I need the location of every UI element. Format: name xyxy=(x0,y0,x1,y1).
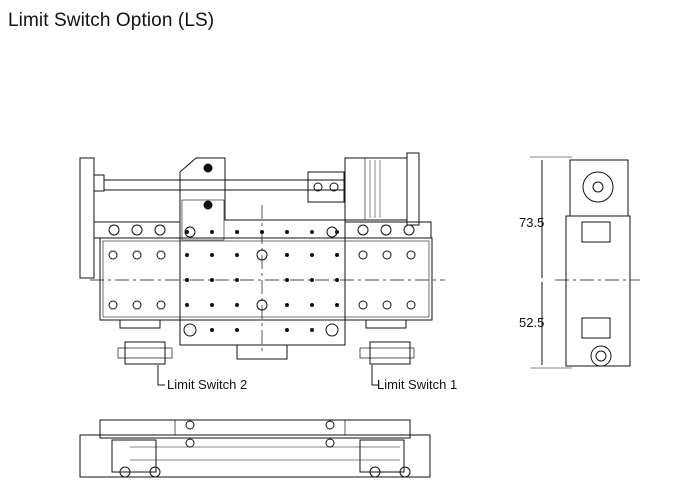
coupler xyxy=(307,171,345,203)
limit-switch-1-body xyxy=(369,341,411,365)
front-switch-left xyxy=(111,439,157,473)
dimension-upper: 73.5 xyxy=(519,215,544,230)
dimension-lower: 52.5 xyxy=(519,315,544,330)
side-view xyxy=(530,156,640,369)
motor-block xyxy=(344,157,408,221)
carriage-tab xyxy=(236,344,288,360)
leader-switch-2 xyxy=(157,365,165,386)
side-motor-end xyxy=(569,159,629,217)
side-switch-upper xyxy=(581,221,611,243)
base-plate xyxy=(99,237,433,321)
side-connector xyxy=(590,345,612,367)
carriage xyxy=(179,157,346,346)
switch-bracket-left xyxy=(119,319,161,329)
leader-switch-1 xyxy=(371,365,378,386)
motor-flange xyxy=(406,152,420,226)
page-title: Limit Switch Option (LS) xyxy=(8,10,215,31)
front-base xyxy=(79,434,431,478)
side-switch-lower xyxy=(581,317,611,339)
left-screw-block xyxy=(93,174,105,192)
side-body xyxy=(565,215,631,367)
carriage-holes xyxy=(185,230,339,332)
left-end-plate xyxy=(79,157,95,279)
base-holes xyxy=(108,250,416,310)
limit-switch-2-body xyxy=(124,341,166,365)
side-motor-shaft-ring xyxy=(582,171,614,203)
limit-switch-1-label: Limit Switch 1 xyxy=(377,377,457,392)
left-rail-block xyxy=(93,221,181,239)
switch-bracket-right xyxy=(365,319,407,329)
front-view xyxy=(79,419,431,478)
top-view xyxy=(79,152,445,386)
limit-switch-2-label: Limit Switch 2 xyxy=(167,377,247,392)
front-switch-right xyxy=(359,439,405,473)
